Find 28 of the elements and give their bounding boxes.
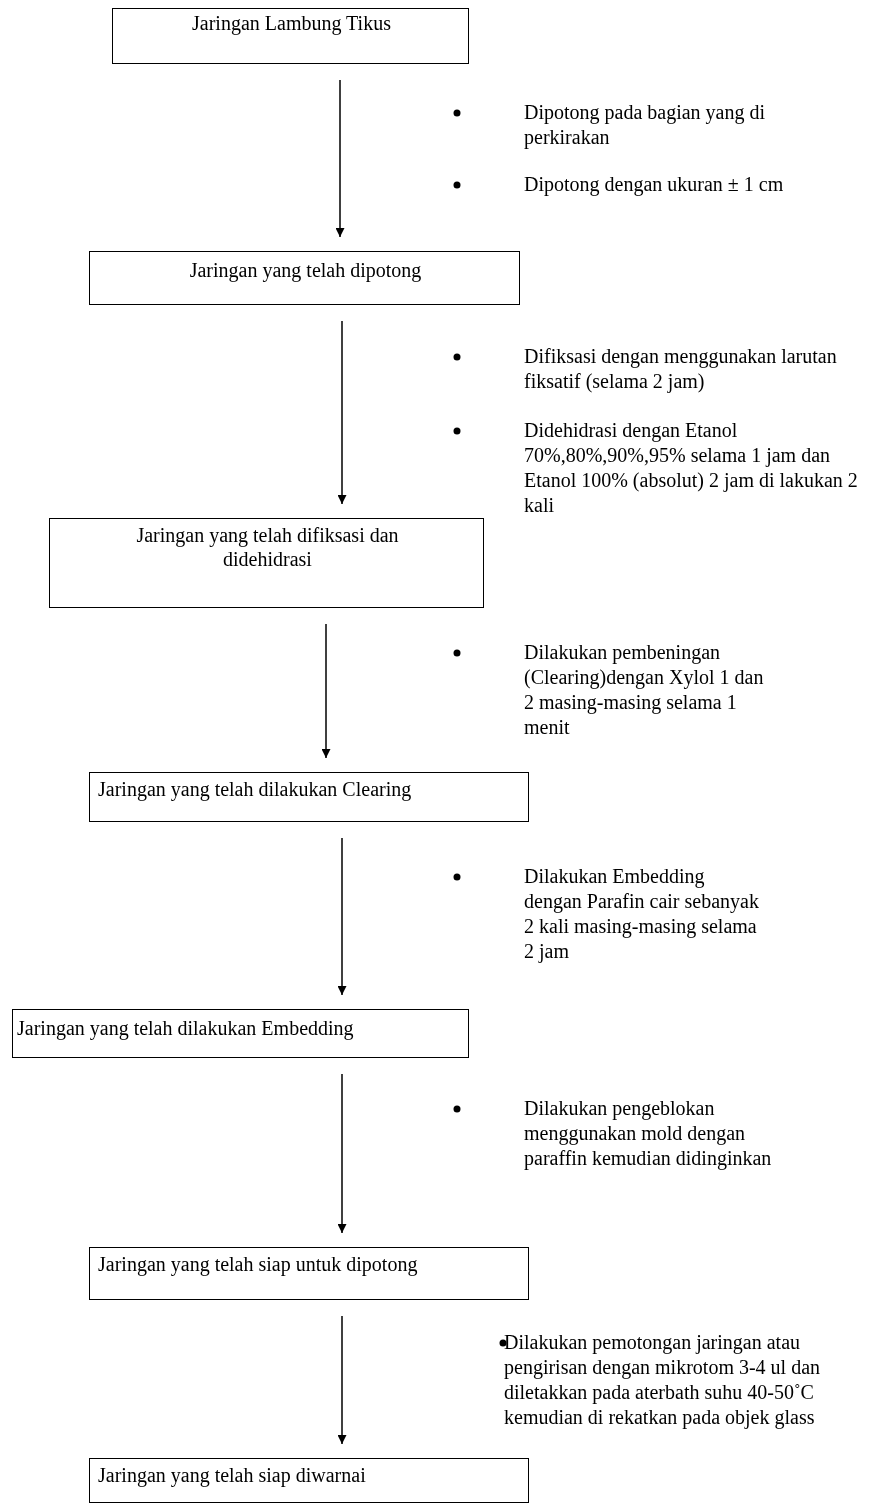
step-note: Dipotong pada bagian yang di perkirakan <box>524 100 767 150</box>
process-box <box>89 1247 529 1300</box>
step-text: Jaringan yang telah difiksasi dan didehidrasi <box>135 523 400 571</box>
step-text: Jaringan yang telah siap untuk dipotong <box>98 1252 419 1276</box>
process-box <box>89 1458 529 1503</box>
process-box <box>112 8 469 64</box>
step-note: Didehidrasi dengan Etanol 70%,80%,90%,95% selama 1 jam dan Etanol 100% (absolut) 2 jam di lakukan 2 kali <box>524 418 859 518</box>
arrow <box>337 1073 347 1234</box>
step-note: Dilakukan pemotongan jaringan atau pengirisan dengan mikrotom 3-4 ul dan diletakkan pada aterbath suhu 40-50˚C kemudian di rekatkan pada objek glass <box>504 1330 822 1430</box>
arrow <box>321 623 331 759</box>
arrow <box>335 79 345 238</box>
process-box <box>89 772 529 822</box>
step-text: Jaringan yang telah dilakukan Clearing <box>98 777 413 801</box>
step-note: Dilakukan Embedding dengan Parafin cair sebanyak 2 kali masing-masing selama 2 jam <box>524 864 760 964</box>
step-text: Jaringan yang telah dipotong <box>188 258 423 282</box>
arrow <box>337 320 347 505</box>
process-box <box>89 251 520 305</box>
step-note: Dilakukan pembeningan (Clearing)dengan Xylol 1 dan 2 masing-masing selama 1 menit <box>524 640 765 740</box>
process-box <box>12 1009 469 1058</box>
arrow <box>337 1315 347 1445</box>
step-text: Jaringan yang telah dilakukan Embedding <box>17 1016 355 1040</box>
process-box <box>49 518 484 608</box>
step-note: Dilakukan pengeblokan menggunakan mold dengan paraffin kemudian didinginkan <box>524 1096 773 1171</box>
step-note: Difiksasi dengan menggunakan larutan fiksatif (selama 2 jam) <box>524 344 838 394</box>
step-text: Jaringan yang telah siap diwarnai <box>98 1463 367 1487</box>
step-note: Dipotong dengan ukuran ± 1 cm <box>524 172 785 197</box>
step-text: Jaringan Lambung Tikus <box>191 11 392 35</box>
arrow <box>337 837 347 996</box>
